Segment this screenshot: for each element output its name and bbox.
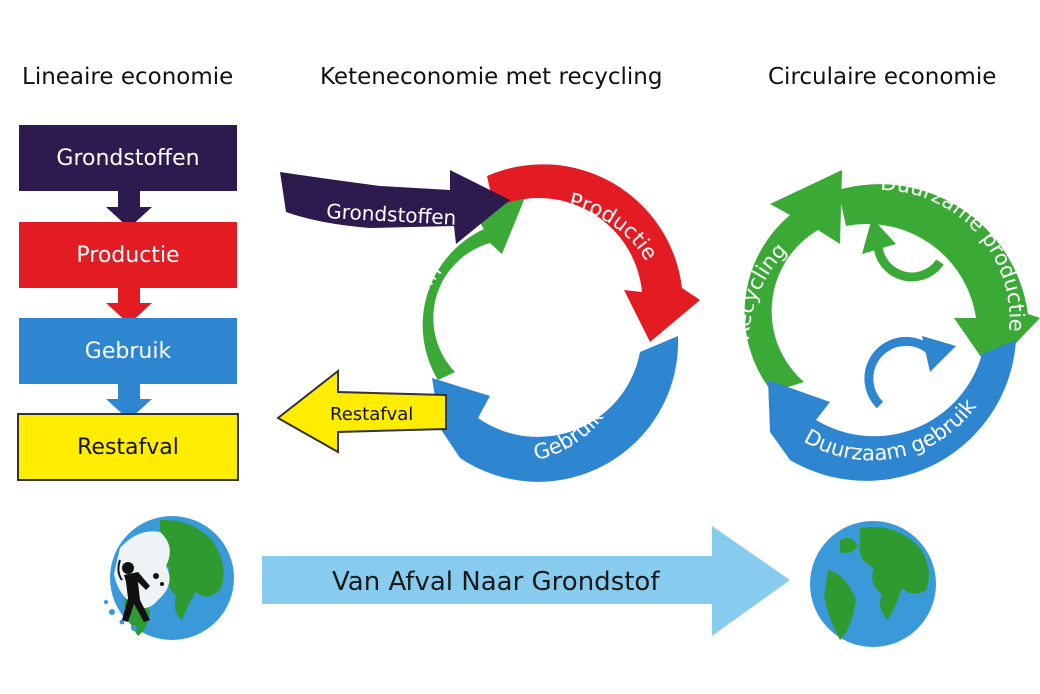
transition-arrow — [262, 526, 790, 636]
chain-production-arrow — [487, 164, 700, 342]
globe-clean-icon — [810, 521, 936, 647]
linear-step-restafval: Restafval — [17, 413, 239, 481]
arrow-down-icon — [106, 286, 152, 324]
chain-use-arrow — [432, 336, 679, 482]
arrow-down-icon — [106, 190, 152, 228]
chain-waste-label: Restafval — [330, 404, 413, 425]
cycle-arrow-icon — [862, 218, 896, 254]
linear-connector-arrows — [106, 190, 152, 420]
transition-label: Van Afval Naar Grondstof — [332, 567, 660, 597]
chain-waste-arrow — [276, 368, 447, 454]
cycle-arrow-icon — [864, 336, 936, 409]
person-dumping-waste-icon — [117, 559, 164, 622]
chain-input-arrow — [280, 170, 510, 244]
cycle-arrow-icon — [922, 336, 956, 372]
chain-recycling-arrow — [422, 195, 526, 380]
globe-polluted-icon — [104, 516, 234, 640]
chain-recycling-label: Recycling — [0, 0, 446, 351]
linear-step-grondstoffen: Grondstoffen — [19, 125, 237, 191]
circular-economy-title: Circulaire economie — [768, 64, 997, 90]
arrow-down-icon — [106, 382, 152, 420]
chain-economy-title: Keteneconomie met recycling — [320, 64, 663, 90]
linear-economy-title: Lineaire economie — [22, 64, 234, 90]
cycle-arrow-icon — [873, 245, 944, 282]
linear-step-gebruik: Gebruik — [19, 318, 237, 384]
circular-use-arrow — [768, 340, 1016, 481]
circular-recycling-arrow — [744, 170, 842, 392]
circular-production-arrow — [838, 184, 1040, 370]
linear-step-productie: Productie — [19, 222, 237, 288]
